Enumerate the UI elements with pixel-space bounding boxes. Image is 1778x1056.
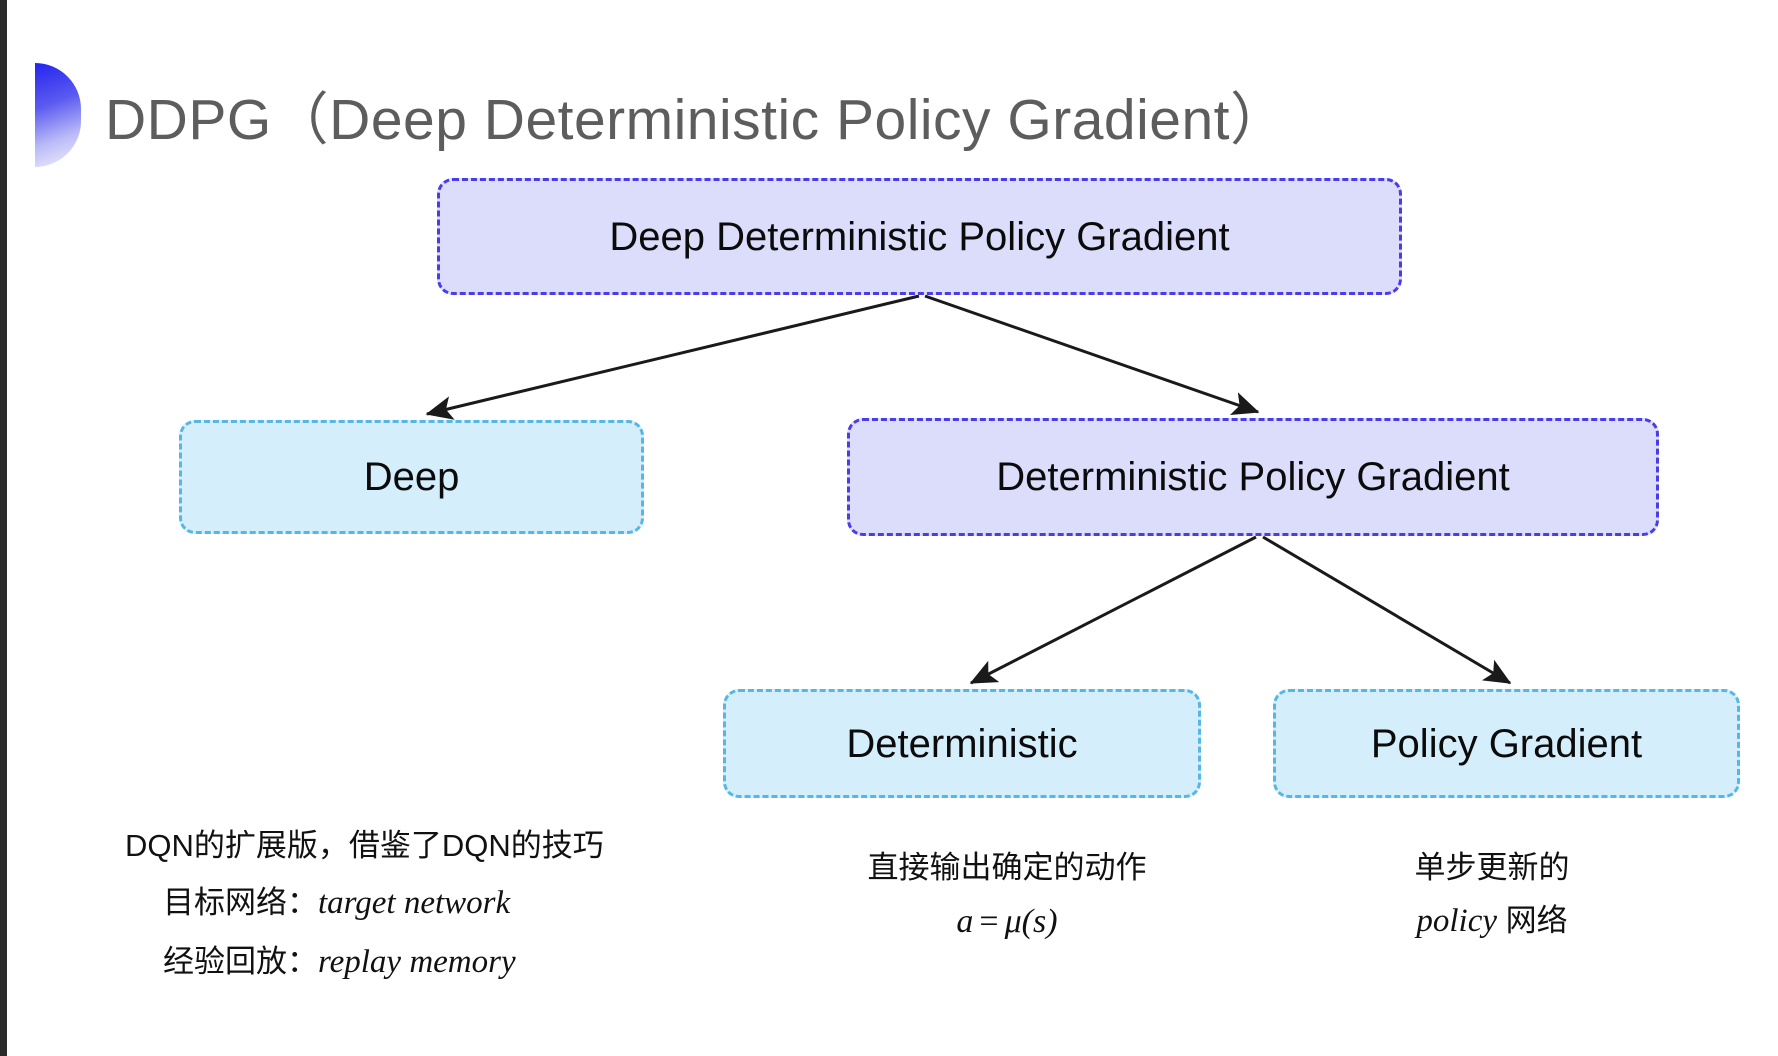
node-deep-label: Deep	[363, 455, 460, 499]
caption-deep-line2-term: target network	[318, 885, 511, 922]
node-deterministic-label: Deterministic	[846, 721, 1078, 766]
caption-deterministic-formula: a=μ(s)	[847, 898, 1167, 946]
caption-policy-gradient-suffix: 网络	[1497, 903, 1568, 939]
title-text: DDPG（Deep Deterministic Policy Gradient）	[105, 88, 1288, 152]
title-bullet-icon	[35, 63, 81, 167]
caption-deep-line1: DQN的扩展版，借鉴了DQN的技巧	[125, 828, 604, 863]
node-root-label: Deep Deterministic Policy Gradient	[609, 214, 1230, 259]
caption-deep-line2: 目标网络：target network	[163, 880, 604, 927]
caption-policy-gradient-term: policy	[1416, 903, 1497, 940]
caption-deep-line3-term: replay memory	[318, 943, 516, 980]
node-deterministic-policy-gradient[interactable]: Deterministic Policy Gradient	[847, 418, 1659, 536]
caption-deep: DQN的扩展版，借鉴了DQN的技巧 目标网络：target network 经验…	[125, 824, 604, 986]
formula-lhs: a	[956, 903, 974, 941]
node-dpg-label: Deterministic Policy Gradient	[996, 455, 1510, 499]
node-policy-gradient[interactable]: Policy Gradient	[1273, 689, 1740, 798]
edge-dpg-to-deterministic	[969, 535, 1257, 685]
caption-deterministic: 直接输出确定的动作 a=μ(s)	[847, 846, 1167, 946]
node-root[interactable]: Deep Deterministic Policy Gradient	[437, 178, 1402, 295]
node-deterministic[interactable]: Deterministic	[723, 689, 1201, 798]
formula-rhs: μ(s)	[1004, 903, 1058, 941]
caption-deterministic-line1: 直接输出确定的动作	[867, 850, 1147, 885]
node-policy-gradient-label: Policy Gradient	[1370, 721, 1643, 766]
node-deep[interactable]: Deep	[179, 420, 644, 534]
caption-deep-line3-label: 经验回放：	[163, 943, 318, 979]
caption-policy-gradient-line1: 单步更新的	[1414, 850, 1570, 885]
caption-policy-gradient-line2: policy 网络	[1367, 898, 1617, 945]
edge-dpg-to-policy-gradient	[1262, 535, 1512, 685]
page-title: DDPG（Deep Deterministic Policy Gradient）	[7, 60, 1288, 170]
formula-operator: =	[979, 903, 999, 941]
edge-root-to-dpg	[924, 294, 1260, 415]
edge-root-to-deep	[425, 294, 920, 420]
caption-policy-gradient: 单步更新的 policy 网络	[1367, 846, 1617, 945]
caption-deep-line3: 经验回放：replay memory	[163, 939, 604, 986]
caption-deep-line2-label: 目标网络：	[163, 885, 318, 921]
